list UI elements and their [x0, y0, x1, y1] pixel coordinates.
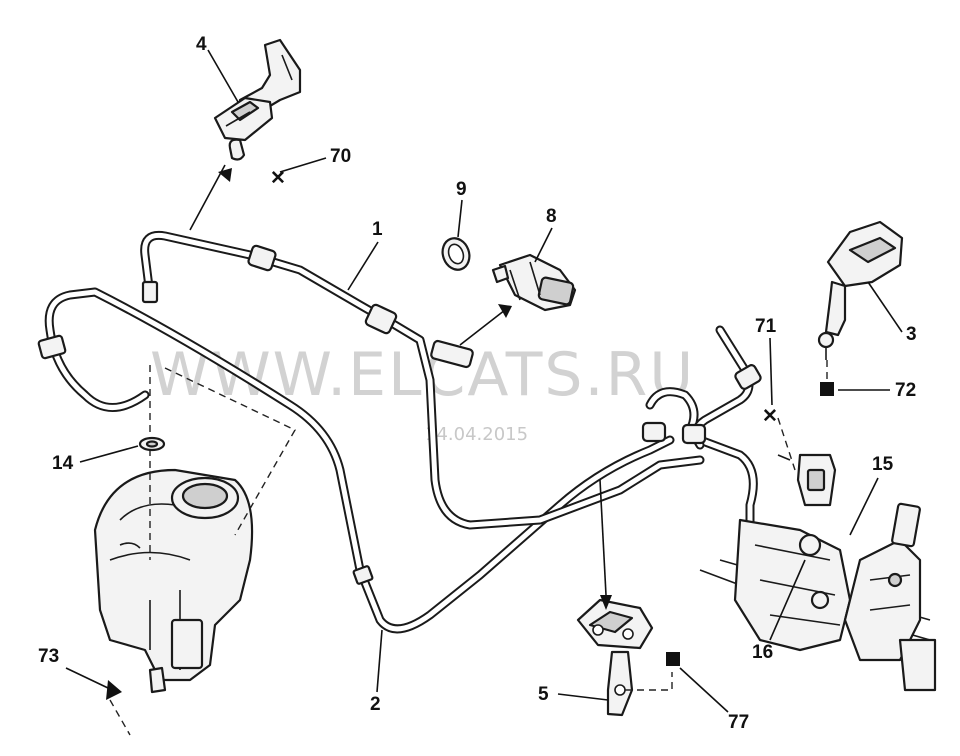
leader-4 [207, 49, 239, 103]
leader-1 [347, 241, 379, 291]
hose-2 [37, 287, 675, 634]
leader-77 [679, 667, 729, 713]
leader-2 [376, 629, 383, 693]
callout-73: 73 [38, 646, 59, 667]
leader-8-switch [459, 309, 506, 346]
bracket-3 [817, 220, 904, 360]
callout-16: 16 [752, 642, 773, 663]
dash-line-71 [777, 417, 796, 471]
leader-15 [849, 477, 879, 536]
callout-5: 5 [538, 684, 549, 705]
leader-71 [769, 337, 773, 406]
pressure-switch-8 [491, 253, 577, 312]
leader-70-hose [189, 164, 226, 231]
leader-70 [279, 157, 327, 173]
callout-77: 77 [728, 712, 749, 733]
callout-8: 8 [546, 206, 557, 227]
dash-line-77 [625, 672, 673, 691]
cross-marker-70: ✕ [270, 168, 286, 189]
callout-9: 9 [456, 179, 467, 200]
hose-1 [140, 230, 705, 530]
dash-line-73 [109, 699, 131, 736]
watermark-date: 14.04.2015 [425, 424, 528, 445]
arrow-to-clip-4 [218, 168, 232, 182]
leader-5 [557, 693, 609, 701]
leader-2-clip [599, 479, 607, 596]
callout-2: 2 [370, 694, 381, 715]
callout-3: 3 [906, 324, 917, 345]
seal-14 [138, 436, 166, 452]
callout-70: 70 [330, 146, 351, 167]
triangle-marker-73 [106, 680, 122, 700]
leader-9 [457, 199, 463, 238]
callout-4: 4 [196, 34, 207, 55]
leader-14 [79, 445, 139, 463]
callout-1: 1 [372, 219, 383, 240]
arrow-to-clip-5 [600, 595, 612, 610]
leader-16 [769, 559, 806, 641]
cross-marker-71: ✕ [762, 406, 778, 427]
steering-pump-reservoir [93, 468, 254, 694]
callout-71: 71 [755, 316, 777, 337]
square-marker-72 [820, 382, 834, 396]
callout-14: 14 [52, 453, 74, 474]
clip-4 [213, 38, 302, 161]
leader-73 [65, 667, 109, 689]
rack-feed-lines [641, 325, 762, 545]
steering-rack [699, 502, 937, 692]
callout-72: 72 [895, 380, 916, 401]
pressure-switch-15 [777, 453, 837, 507]
callout-15: 15 [872, 454, 894, 475]
dash-bracket-line [164, 367, 296, 536]
leader-3 [867, 281, 903, 333]
seal-9 [441, 237, 471, 271]
clip-5 [576, 598, 654, 717]
square-marker-77 [666, 652, 680, 666]
arrow-to-switch-8 [498, 304, 512, 318]
leader-8 [534, 227, 553, 263]
